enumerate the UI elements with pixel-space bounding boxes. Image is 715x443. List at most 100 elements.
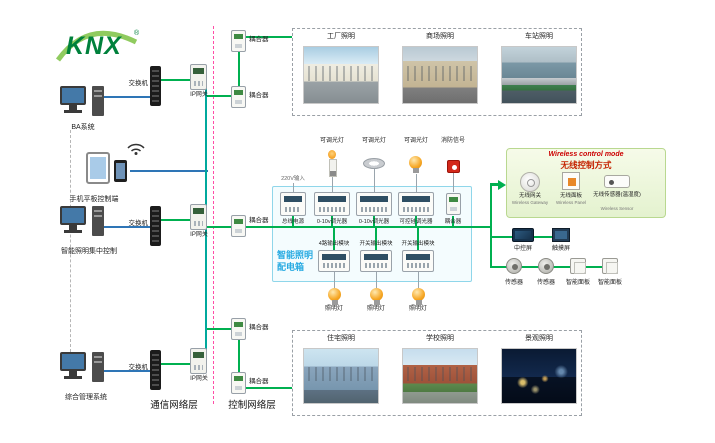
dist-box-title-1: 智能照明	[277, 250, 314, 260]
wire-dimlamp3	[416, 174, 417, 192]
ip-gateway-mid	[190, 204, 207, 230]
bus-line-main	[207, 226, 492, 228]
client-pc-central	[60, 206, 106, 240]
clients-dashed-link	[70, 130, 71, 352]
knx-swoosh-icon	[55, 30, 138, 62]
link-pc2-switch	[100, 226, 152, 228]
link-backbone-coupler-top	[207, 95, 231, 97]
coupler-top-1	[231, 30, 246, 52]
pc-monitor-icon	[60, 206, 86, 225]
lamp-icon-3	[412, 288, 425, 305]
wireless-sensor-label-en: Wireless Sensor	[600, 206, 634, 211]
wireless-sensor-icon	[604, 175, 630, 188]
link-mobile-bus	[130, 170, 208, 172]
link-switch-gateway-top	[161, 79, 190, 81]
switch-mid	[150, 206, 161, 246]
wireless-gateway-icon	[520, 172, 540, 192]
coupler-label-bottom-2: 耦合器	[249, 378, 269, 385]
wireless-sensor-label-zh: 无线传感器(温湿度)	[593, 192, 641, 198]
client-label-ba: BA系统	[71, 124, 95, 131]
link-switch-gateway-mid	[161, 219, 190, 221]
photo-station-lighting	[501, 46, 577, 104]
dimmable-lamp-icon-3	[409, 156, 422, 173]
wire-lamp2	[376, 272, 377, 288]
wifi-icon	[127, 143, 145, 155]
client-label-management: 综合管理系统	[65, 394, 107, 401]
bus-riser-right	[490, 184, 492, 268]
ip-gateway-label-top: IP网关	[190, 92, 208, 98]
link-pc1-switch	[100, 96, 152, 98]
wireless-title-zh: 无线控制方式	[560, 160, 612, 170]
module-label-switch-output-2: 开关输出模块	[401, 241, 435, 247]
wireless-panel-icon	[562, 172, 580, 190]
pc-tower-icon	[92, 206, 104, 236]
module-bus-power	[280, 192, 306, 216]
ip-gateway-top	[190, 64, 207, 90]
module-label-dimmer-2: 0-10v调光器	[358, 219, 390, 225]
photo-landscape-lighting	[501, 348, 577, 404]
fire-signal-label: 消防信号	[440, 138, 465, 144]
coupler-label-mid: 耦合器	[249, 217, 269, 224]
photo-mall-lighting	[402, 46, 478, 104]
coupler-label-top-1: 耦合器	[249, 36, 269, 43]
touch-screen-label: 触摸屏	[551, 246, 570, 252]
ip-gateway-bottom	[190, 348, 207, 374]
coupler-mid	[231, 215, 246, 237]
smart-panel-label-2: 智能面板	[597, 280, 622, 286]
module-dimmer-2	[356, 192, 392, 216]
knx-logo: KNX ®	[54, 28, 146, 66]
dimmable-lamp-icon-1	[326, 150, 338, 177]
coupler-riser-top	[238, 32, 240, 108]
stub-r2m1	[333, 228, 335, 250]
pc-monitor-icon	[60, 86, 86, 105]
module-label-coupler: 耦合器	[444, 219, 462, 225]
switch-label-top: 交换机	[128, 80, 149, 87]
stub-m2	[331, 216, 333, 226]
ip-gateway-label-bottom: IP网关	[190, 376, 208, 382]
input-220v-label: 220V输入	[281, 176, 305, 182]
photo-label-residential: 住宅照明	[327, 335, 355, 342]
layer-divider-line	[213, 26, 214, 404]
layer-label-communication: 通信网络层	[150, 400, 198, 411]
wireless-panel-label-en: Wireless Panel	[555, 200, 586, 205]
dimlamp-label-3: 可调光灯	[403, 138, 428, 144]
link-coupler-topbox	[246, 36, 292, 38]
client-pc-ba	[60, 86, 106, 120]
photo-label-landscape: 景观照明	[525, 335, 553, 342]
tablet-icon	[86, 152, 110, 184]
coupler-top-2	[231, 86, 246, 108]
smart-panel-label-1: 智能面板	[565, 280, 590, 286]
phone-icon	[114, 160, 127, 182]
wireless-panel-label-zh: 无线面板	[559, 193, 582, 199]
dist-box-title-2: 配电箱	[277, 262, 305, 272]
lamp-icon-2	[370, 288, 383, 305]
module-output4	[318, 250, 350, 272]
switch-top	[150, 66, 161, 106]
wire-lamp1	[334, 272, 335, 288]
photo-factory-lighting	[303, 46, 379, 104]
link-pc3-switch	[100, 370, 152, 372]
coupler-bottom-2	[231, 372, 246, 394]
link-switch-gateway-bottom	[161, 363, 190, 365]
photo-residential-lighting	[303, 348, 379, 404]
dimlamp-label-2: 可调光灯	[361, 138, 386, 144]
stub-m4	[415, 216, 417, 226]
wireless-title-en: Wireless control mode	[548, 151, 624, 158]
wireless-gateway-label-zh: 无线网关	[518, 193, 541, 199]
ip-gateway-label-mid: IP网关	[190, 232, 208, 238]
module-label-output4: 4路输出模块	[318, 241, 350, 247]
wireless-arrow-head	[498, 180, 506, 190]
photo-label-school: 学校照明	[426, 335, 454, 342]
downlight-icon	[363, 158, 385, 169]
pc-tower-icon	[92, 352, 104, 382]
stub-m1	[292, 216, 294, 226]
lamp-icon-1	[328, 288, 341, 305]
link-backbone-coupler-bottom	[207, 328, 231, 330]
module-label-switch-output-1: 开关输出模块	[359, 241, 393, 247]
client-label-mobile: 手机平板控制端	[69, 196, 119, 203]
module-label-bus-power: 总线电源	[281, 219, 304, 225]
sensor-label-2: 传感器	[536, 280, 555, 286]
coupler-riser-bottom	[238, 320, 240, 392]
client-label-central: 智能照明集中控制	[61, 248, 117, 255]
